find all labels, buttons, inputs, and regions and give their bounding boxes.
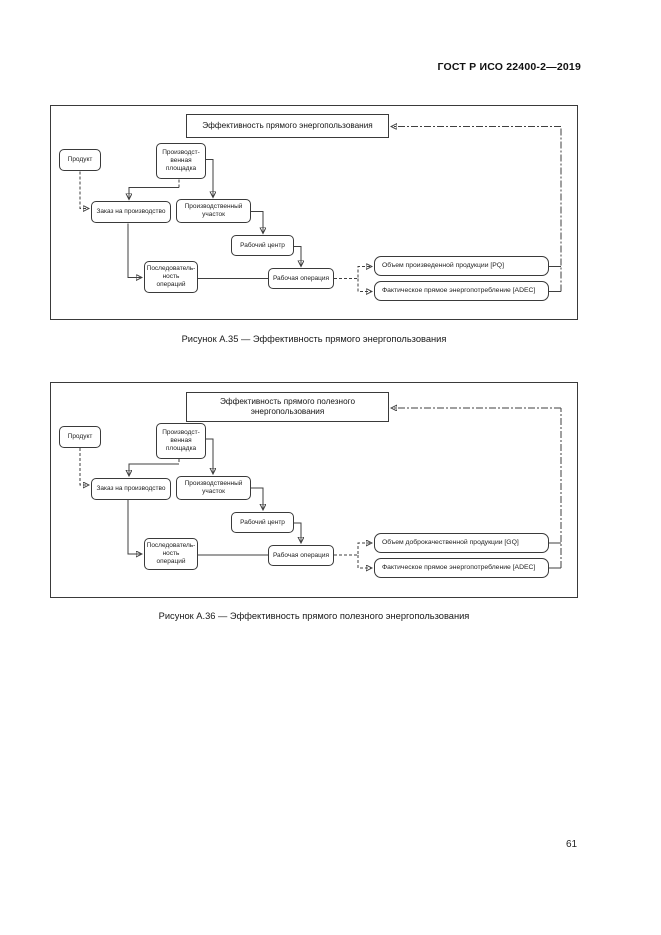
node-production-site: Производст- венная площадка [156, 423, 206, 459]
kpi-title-box: Эффективность прямого энергопользования [186, 114, 389, 138]
node-work-unit: Производственный участок [176, 199, 251, 223]
connector-site-to-work-unit [206, 159, 213, 197]
connector-product-to-order [79, 171, 88, 209]
node-output-energy: Фактическое прямое энергопотребление [AD… [374, 281, 549, 301]
connector-order-to-sequence [127, 500, 141, 554]
node-production-site: Производст- венная площадка [156, 143, 206, 179]
node-output-quantity: Объем произведенной продукции [PQ] [374, 256, 549, 276]
connector-work-unit-to-work-center [251, 211, 263, 233]
connector-work-center-to-operation [294, 522, 301, 542]
connector-site-to-work-unit [206, 438, 213, 473]
node-product: Продукт [59, 149, 101, 171]
node-work-unit: Производственный участок [176, 476, 251, 500]
connector-product-to-order [79, 448, 88, 485]
node-operation-sequence: Последователь- ность операций [144, 538, 198, 570]
figure-a35-caption: Рисунок А.35 — Эффективность прямого эне… [181, 334, 447, 344]
node-work-operation: Рабочая операция [268, 545, 334, 566]
node-product: Продукт [59, 426, 101, 448]
figure-a35-frame: Эффективность прямого энергопользования … [50, 105, 578, 320]
node-production-order: Заказ на производство [91, 201, 171, 223]
connector-operation-to-quantity [334, 267, 371, 279]
connector-site-to-order [129, 463, 179, 475]
figure-a36-caption: Рисунок А.36 — Эффективность прямого пол… [158, 611, 470, 621]
node-operation-sequence: Последователь- ность операций [144, 261, 198, 293]
connector-site-to-order [129, 187, 179, 199]
connector-operation-to-energy [357, 555, 371, 568]
node-output-energy: Фактическое прямое энергопотребление [AD… [374, 558, 549, 578]
node-work-center: Рабочий центр [231, 235, 294, 256]
connector-operation-to-quantity [334, 543, 371, 556]
node-output-quantity: Объем доброкачественной продукции [GQ] [374, 533, 549, 553]
standard-number-header: ГОСТ Р ИСО 22400-2—2019 [437, 61, 581, 73]
connector-order-to-sequence [127, 223, 141, 278]
figure-a36-frame: Эффективность прямого полезного энергопо… [50, 382, 578, 598]
node-production-order: Заказ на производство [91, 478, 171, 500]
page-number: 61 [566, 839, 578, 850]
node-work-center: Рабочий центр [231, 512, 294, 533]
connector-work-center-to-operation [294, 246, 301, 266]
connector-operation-to-energy [357, 278, 371, 292]
node-work-operation: Рабочая операция [268, 268, 334, 289]
connector-work-unit-to-work-center [251, 487, 263, 509]
kpi-title-box: Эффективность прямого полезного энергопо… [186, 392, 389, 422]
